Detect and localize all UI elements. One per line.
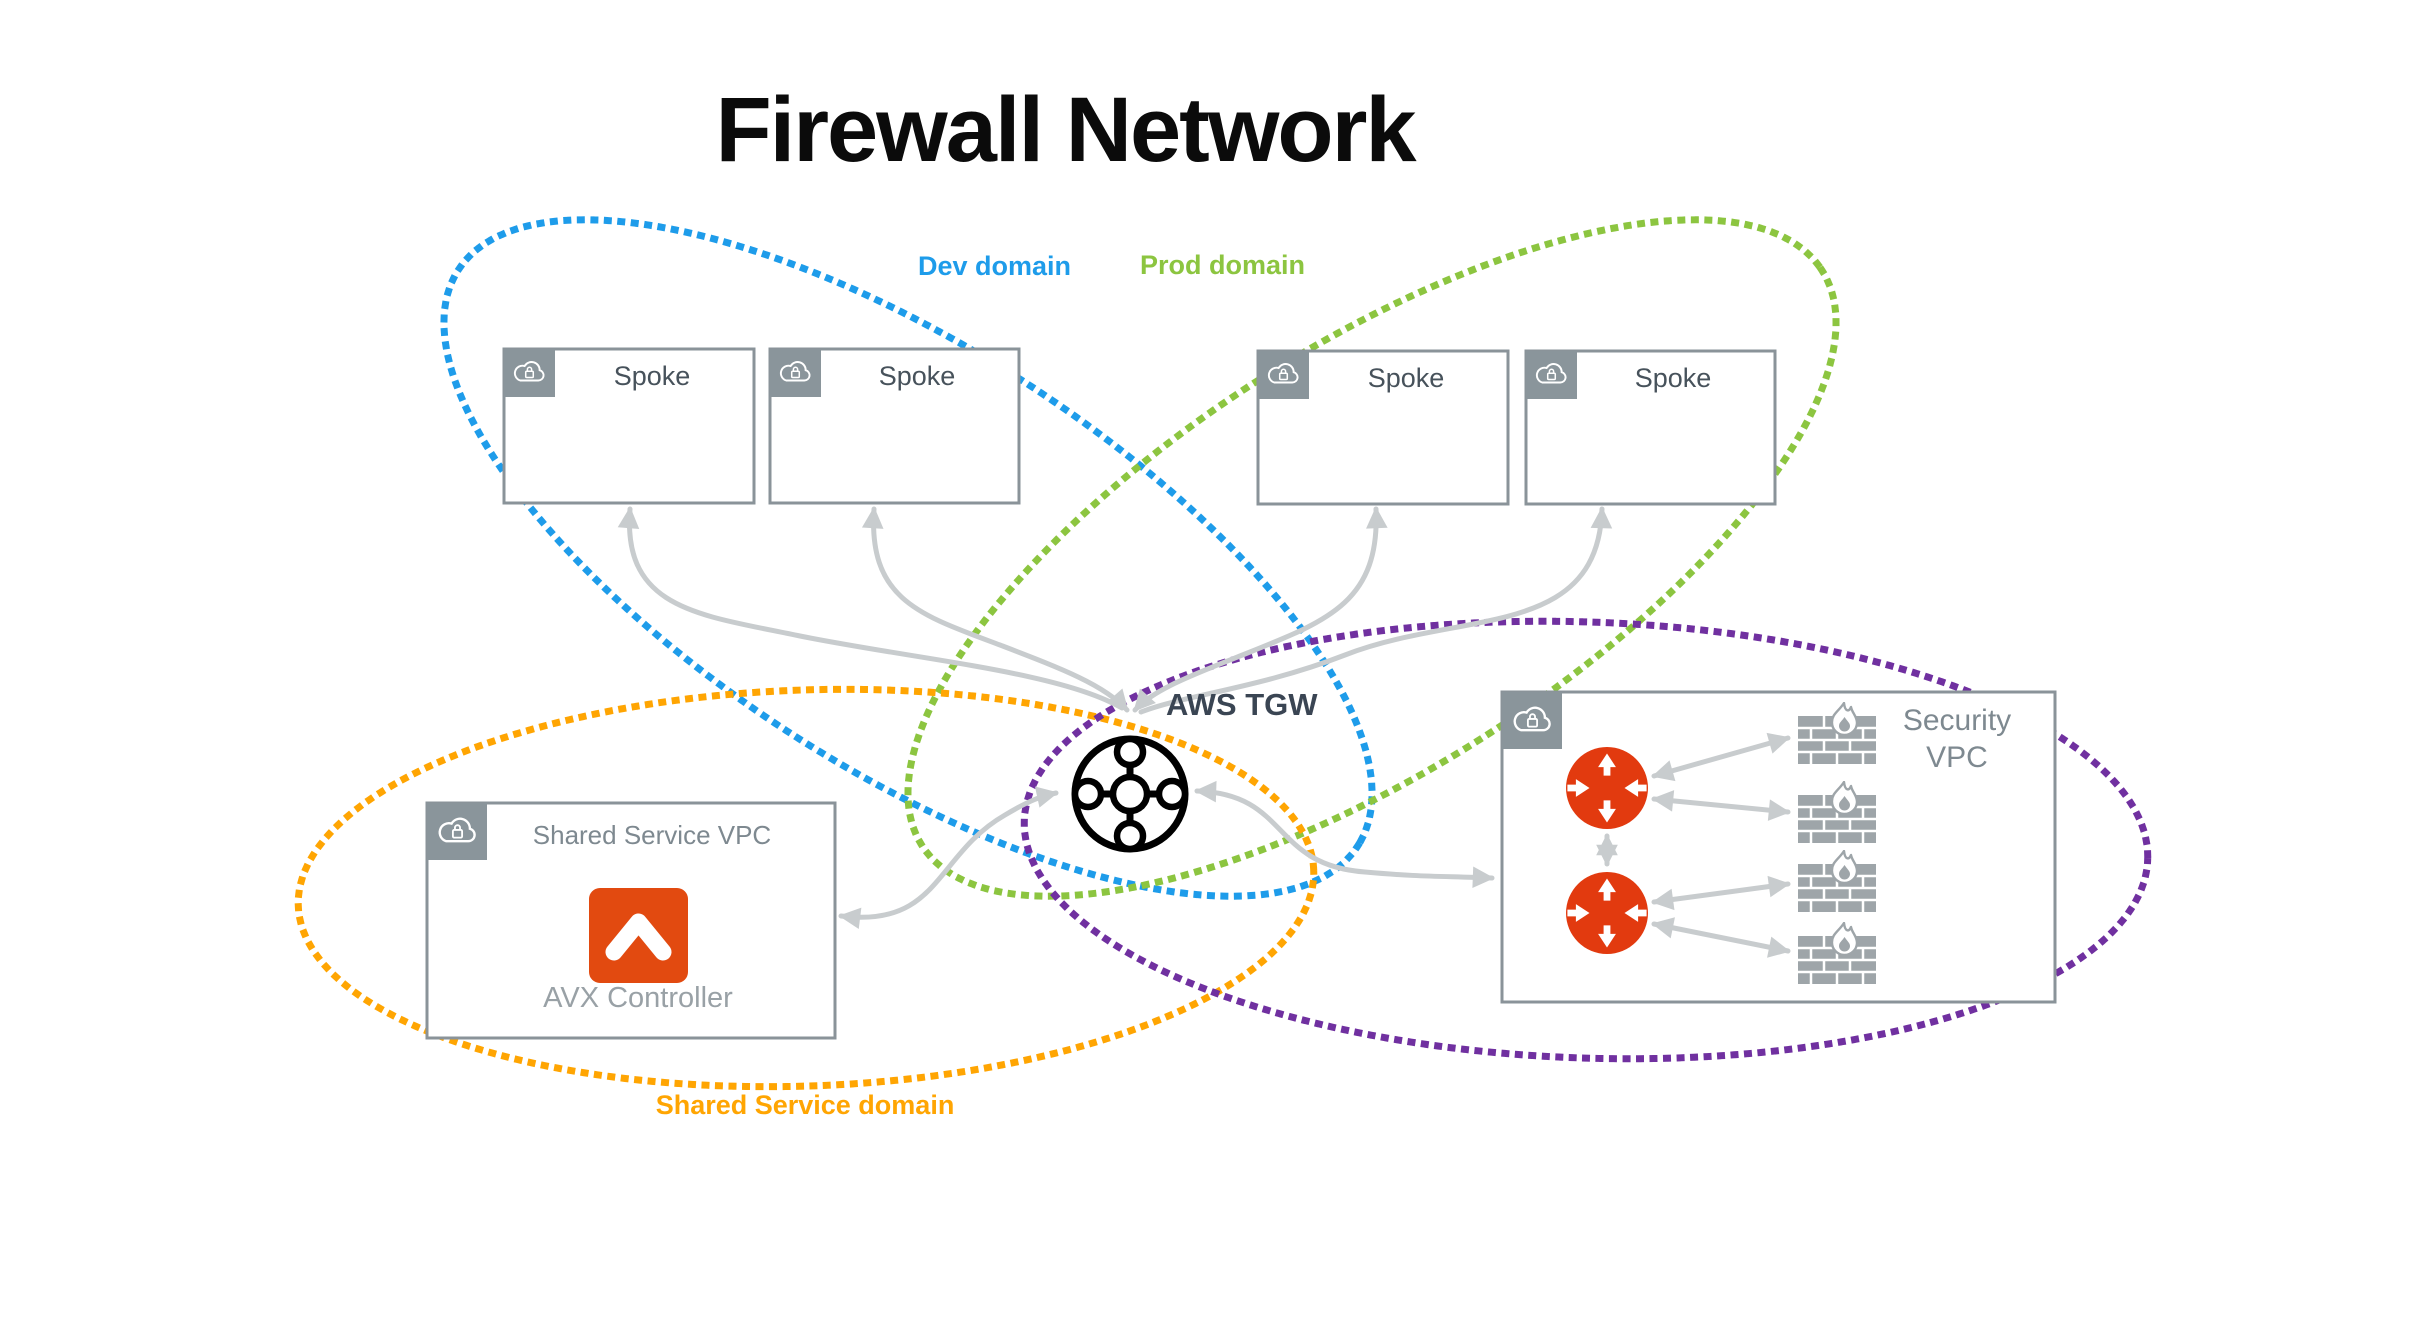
aws-tgw-label: AWS TGW bbox=[1166, 687, 1318, 722]
security-vpc-label: Security VPC bbox=[1877, 702, 2037, 776]
dev-domain-label: Dev domain bbox=[918, 251, 1072, 281]
aws-tgw-icon bbox=[1071, 735, 1189, 853]
dev-spoke-box-2 bbox=[768, 347, 1021, 505]
security-vpc-internals bbox=[1566, 702, 1876, 984]
prod-domain-label: Prod domain bbox=[1140, 250, 1306, 280]
prod-spoke-box-1 bbox=[1256, 349, 1510, 506]
prod-spoke-2-label: Spoke bbox=[1634, 363, 1712, 393]
avx-controller-label: AVX Controller bbox=[543, 982, 733, 1014]
dev-spoke-1-label: Spoke bbox=[613, 361, 691, 391]
arrow-tgw-to-prod-spoke2 bbox=[1138, 506, 1613, 715]
security-vpc-label-line1: Security bbox=[1902, 704, 2012, 737]
connector-arrows bbox=[617, 506, 1613, 930]
dev-spoke-box-1 bbox=[502, 347, 756, 505]
diagram-title: Firewall Network bbox=[715, 79, 1416, 181]
arrow-router1-firewall2 bbox=[1651, 790, 1791, 821]
prod-spoke-box-2 bbox=[1524, 349, 1777, 506]
arrow-tgw-security-vpc bbox=[1194, 780, 1495, 889]
gateway-router-icon-2 bbox=[1566, 872, 1648, 954]
shared-service-domain-label: Shared Service domain bbox=[655, 1090, 955, 1120]
arrow-tgw-shared-vpc bbox=[838, 786, 1059, 930]
dev-spoke-2-label: Spoke bbox=[878, 361, 956, 391]
shared-service-vpc-label: Shared Service VPC bbox=[532, 820, 772, 850]
security-vpc-label-line2: VPC bbox=[1926, 741, 1988, 774]
arrow-tgw-to-dev-spoke2 bbox=[861, 506, 1130, 713]
arrow-router2-firewall3 bbox=[1651, 875, 1791, 911]
avx-controller-icon bbox=[589, 888, 688, 983]
prod-spoke-1-label: Spoke bbox=[1367, 363, 1445, 393]
arrow-router2-firewall4 bbox=[1651, 917, 1791, 958]
arrow-router1-firewall1 bbox=[1651, 732, 1791, 782]
gateway-router-icon-1 bbox=[1566, 747, 1648, 829]
arrow-tgw-to-prod-spoke1 bbox=[1132, 506, 1388, 713]
